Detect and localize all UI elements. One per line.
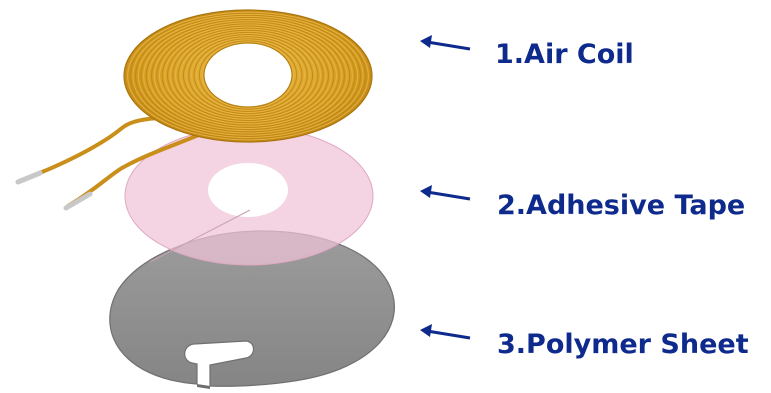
air-coil [124, 10, 372, 142]
arrow-left-icon [420, 324, 470, 338]
polymer-sheet-edge [197, 384, 210, 389]
label-adhesive-tape: 2.Adhesive Tape [497, 192, 745, 219]
coil-lead-upper-tip [18, 173, 40, 182]
coil-lead-lower-tip [66, 194, 90, 208]
label-air-coil: 1.Air Coil [495, 41, 634, 68]
arrow-left-icon [420, 35, 470, 49]
label-polymer-sheet: 3.Polymer Sheet [497, 331, 749, 358]
arrow-left-icon [420, 185, 470, 199]
